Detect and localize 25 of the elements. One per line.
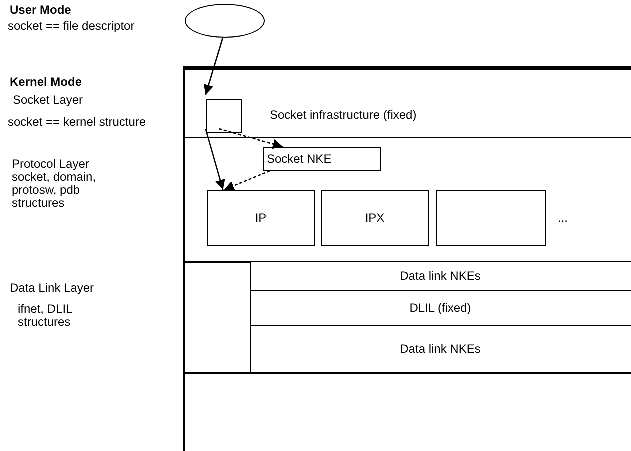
ellipse — [185, 4, 265, 38]
mode-heading: Kernel Mode — [10, 76, 82, 89]
protocol-box: IP — [207, 190, 315, 246]
arrow — [205, 128, 226, 190]
band-text: Socket infrastructure (fixed) — [270, 108, 417, 122]
layer-box — [183, 261, 251, 374]
layer-row: DLIL (fixed) — [250, 290, 631, 326]
note-text: socket == file descriptor — [8, 20, 135, 33]
arrow — [224, 170, 270, 191]
protocol-box: IPX — [321, 190, 429, 246]
layer-label: Socket Layer — [13, 94, 84, 107]
layer-row: Data link NKEs — [250, 325, 631, 374]
ellipsis: ... — [558, 212, 568, 225]
arrow — [204, 38, 224, 96]
protocol-box — [436, 190, 546, 246]
arrow — [218, 128, 284, 150]
layer-row: Data link NKEs — [250, 261, 631, 291]
layer-label: Protocol Layer socket, domain, protosw, pdb structures — [12, 158, 98, 210]
layer-band — [183, 66, 631, 138]
socket-box — [206, 99, 242, 133]
mode-heading: User Mode — [10, 4, 72, 17]
note-text: ifnet, DLIL structures — [18, 303, 74, 329]
note-text: socket == kernel structure — [8, 116, 146, 129]
module-box: Socket NKE — [263, 147, 381, 171]
layer-label: Data Link Layer — [10, 282, 94, 295]
